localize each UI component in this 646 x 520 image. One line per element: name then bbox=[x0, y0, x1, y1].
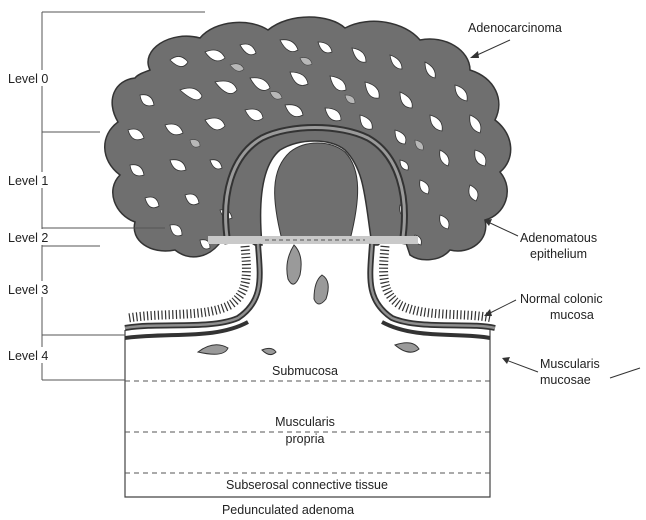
normal-mucosa-label-1: Normal colonic bbox=[520, 292, 603, 306]
bowel-wall bbox=[125, 322, 490, 497]
level2-shade bbox=[208, 236, 418, 244]
level-2-label: Level 2 bbox=[8, 231, 48, 245]
stalk bbox=[125, 244, 495, 355]
level-labels: Level 0 Level 1 Level 2 Level 3 Level 4 bbox=[4, 70, 50, 363]
figure-caption: Pedunculated adenoma bbox=[222, 503, 354, 517]
muscularis-mucosae-label-1: Muscularis bbox=[540, 357, 600, 371]
adenomatous-label-1: Adenomatous bbox=[520, 231, 597, 245]
muscularis-propria-label-1: Muscularis bbox=[275, 415, 335, 429]
subserosal-label: Subserosal connective tissue bbox=[226, 478, 388, 492]
stalk-core bbox=[275, 143, 358, 240]
level-0-label: Level 0 bbox=[8, 72, 48, 86]
adenomatous-label-2: epithelium bbox=[530, 247, 587, 261]
wall-outline bbox=[125, 330, 490, 497]
submucosa-label: Submucosa bbox=[272, 364, 338, 378]
normal-mucosa-label-2: mucosa bbox=[550, 308, 594, 322]
level-3-label: Level 3 bbox=[8, 283, 48, 297]
level-4-label: Level 4 bbox=[8, 349, 48, 363]
level-1-label: Level 1 bbox=[8, 174, 48, 188]
muscularis-propria-label-2: propria bbox=[286, 432, 325, 446]
muscularis-mucosae-label-2: mucosae bbox=[540, 373, 591, 387]
adenocarcinoma-label: Adenocarcinoma bbox=[468, 21, 562, 35]
